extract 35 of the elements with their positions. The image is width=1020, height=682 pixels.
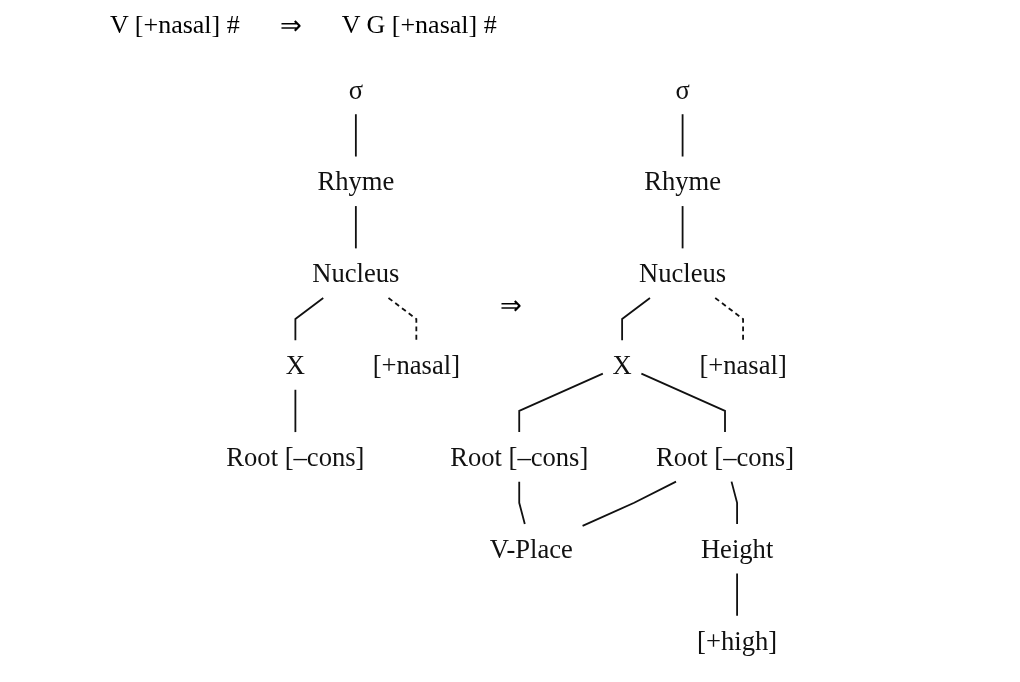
connector — [640, 372, 726, 433]
connector — [714, 297, 744, 342]
connector — [736, 572, 738, 617]
node-text: X — [285, 349, 305, 381]
node-text: Root [–cons] — [655, 441, 794, 472]
node-text: [+nasal] — [699, 349, 787, 381]
rule-formula: V [+nasal] # — [110, 10, 240, 41]
connector — [681, 205, 684, 250]
rule-arrow: ⇒ — [499, 291, 522, 320]
node-text: σ — [348, 74, 363, 105]
connector — [387, 297, 418, 342]
node-text: V-Place — [489, 533, 573, 564]
node-text: Rhyme — [317, 166, 395, 197]
connector — [730, 480, 738, 525]
connector — [518, 372, 604, 433]
node-text: σ — [675, 74, 690, 105]
connector — [354, 113, 357, 158]
node-text: [+high] — [696, 625, 777, 656]
rule-arrow: ⇒ — [279, 10, 302, 42]
connector — [621, 297, 651, 342]
connector — [581, 480, 677, 527]
connector — [294, 388, 297, 433]
node-text: X — [612, 349, 632, 381]
connector — [518, 480, 526, 525]
connector — [681, 113, 684, 158]
node-text: [+nasal] — [372, 349, 460, 381]
node-text: Nucleus — [638, 258, 726, 289]
rule-formula: V G [+nasal] # — [341, 10, 497, 41]
connector — [354, 205, 357, 250]
node-text: Root [–cons] — [449, 441, 589, 472]
node-text: Height — [700, 533, 774, 564]
node-text: Nucleus — [312, 258, 400, 289]
node-text: Root [–cons] — [226, 441, 365, 472]
connector — [294, 297, 324, 342]
node-text: Rhyme — [643, 166, 721, 197]
